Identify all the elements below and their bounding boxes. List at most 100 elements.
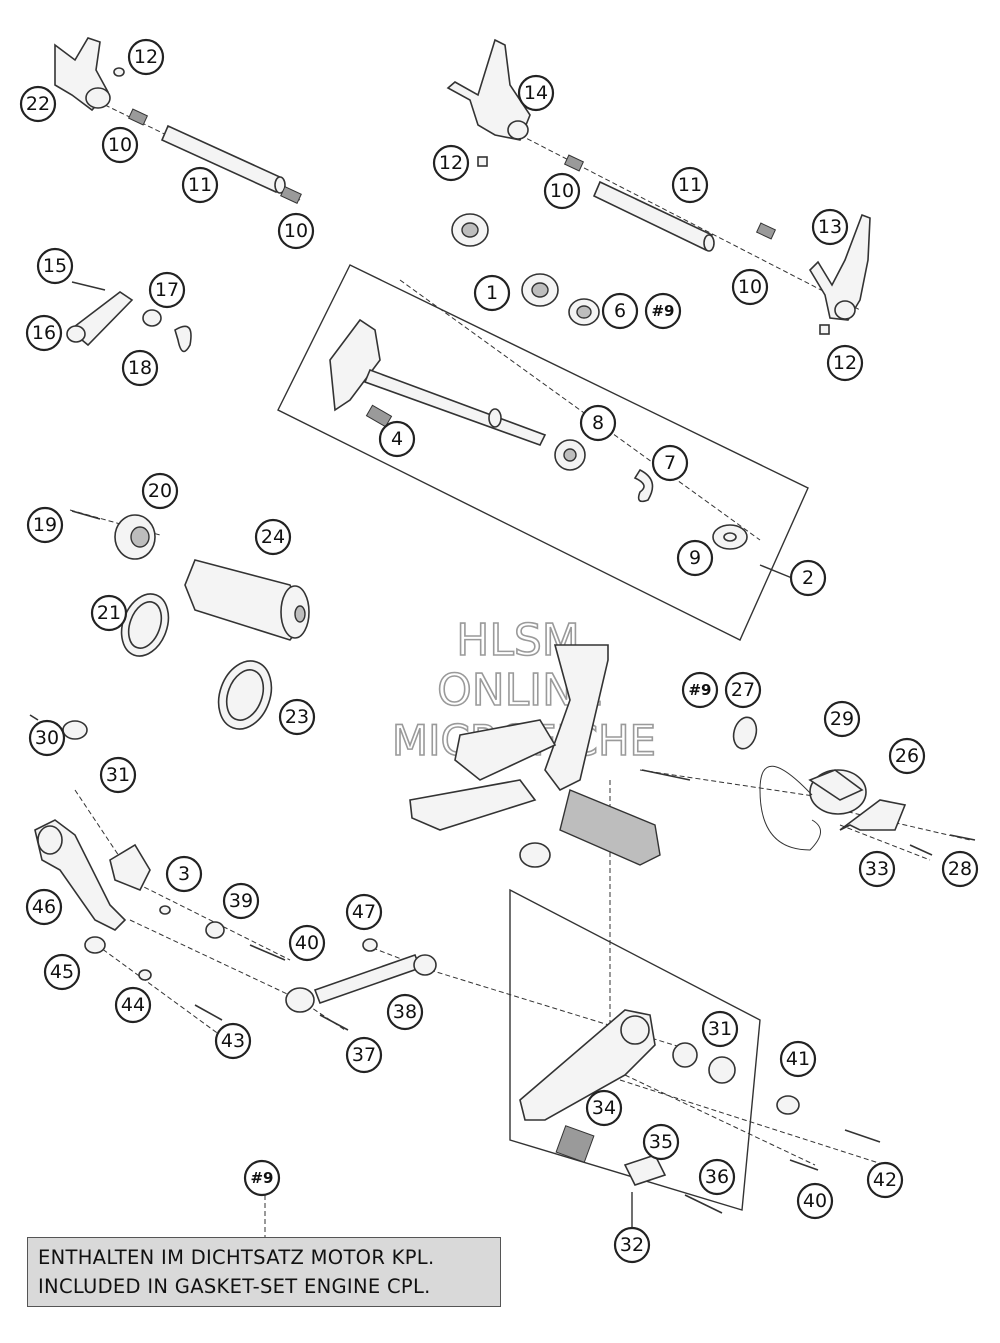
- callout-10: 10: [277, 212, 315, 250]
- note-ref-callout: #9: [243, 1159, 281, 1197]
- callout-26: 26: [888, 737, 926, 775]
- callout-circle: [222, 882, 260, 920]
- callout-label: 40: [803, 1190, 827, 1212]
- callout-label: #9: [688, 681, 711, 699]
- shift-shaft-assembly-frame: [277, 264, 809, 641]
- needle-bearing-1: [451, 213, 559, 307]
- callout-circle: [121, 349, 159, 387]
- callout-label: 1: [486, 282, 498, 304]
- callout-circle: [858, 850, 896, 888]
- callout-circle: [345, 893, 383, 931]
- callout-label: 34: [592, 1097, 616, 1119]
- callout-circle: [585, 1089, 623, 1127]
- callout-label: 10: [738, 276, 762, 298]
- callout-circle: [19, 85, 57, 123]
- callout-label: 11: [678, 174, 702, 196]
- callout-23: 23: [278, 698, 316, 736]
- callout-ref-9: #9: [681, 671, 719, 709]
- callout-label: 12: [833, 352, 857, 374]
- callout-circle: [36, 247, 74, 285]
- return-spring-7: [633, 468, 654, 503]
- callout-39: 39: [222, 882, 260, 920]
- spring-18: [174, 325, 192, 353]
- callout-label: 33: [865, 858, 889, 880]
- spring-10-a: [127, 108, 149, 126]
- callout-label: 13: [818, 216, 842, 238]
- note-line-german: ENTHALTEN IM DICHTSATZ MOTOR KPL.: [38, 1246, 435, 1269]
- callout-circle: [277, 212, 315, 250]
- callout-label: 22: [26, 93, 50, 115]
- callout-46: 46: [25, 888, 63, 926]
- callout-28: 28: [941, 850, 979, 888]
- washer-39: [205, 921, 225, 939]
- bushing-8: [554, 439, 586, 471]
- callout-8: 8: [579, 404, 617, 442]
- callout-label: 32: [620, 1234, 644, 1256]
- fork-rail-11-b: [592, 180, 715, 252]
- callout-ref-9: #9: [644, 292, 682, 330]
- callout-label: 46: [32, 896, 56, 918]
- screw-40-b: [789, 1159, 819, 1171]
- callout-circle: [127, 38, 165, 76]
- nut-44: [138, 969, 152, 981]
- callout-label: 41: [786, 1048, 810, 1070]
- callout-12: 12: [826, 344, 864, 382]
- callout-label: 43: [221, 1030, 245, 1052]
- callout-circle: [26, 506, 64, 544]
- callout-circle: [941, 850, 979, 888]
- callout-circle: [613, 1226, 651, 1264]
- callout-9: 9: [676, 539, 714, 577]
- bearing-23: [217, 660, 273, 730]
- callout-7: 7: [651, 444, 689, 482]
- callout-label: 45: [50, 961, 74, 983]
- callout-label: 11: [188, 174, 212, 196]
- shift-rod-38: [285, 953, 437, 1013]
- callout-17: 17: [148, 271, 186, 309]
- shift-lever-46: [34, 819, 151, 931]
- callout-10: 10: [101, 126, 139, 164]
- callout-label: 16: [32, 322, 56, 344]
- callout-label: 10: [108, 134, 132, 156]
- callout-label: 42: [873, 1169, 897, 1191]
- callout-label: 31: [708, 1018, 732, 1040]
- callout-circle: [671, 166, 709, 204]
- callout-label: 19: [33, 514, 57, 536]
- callout-29: 29: [823, 700, 861, 738]
- callout-4: 4: [378, 420, 416, 458]
- callout-label: 35: [649, 1131, 673, 1153]
- callout-label: 28: [948, 858, 972, 880]
- callout-circle: [601, 292, 639, 330]
- callout-14: 14: [517, 74, 555, 112]
- callout-circle: [214, 1022, 252, 1060]
- callout-label: 9: [689, 547, 701, 569]
- callout-circle: [826, 344, 864, 382]
- callout-label: 10: [550, 180, 574, 202]
- callout-circle: [473, 274, 511, 312]
- callout-15: 15: [36, 247, 74, 285]
- callout-label: 36: [705, 1166, 729, 1188]
- retainer-26: [839, 799, 907, 831]
- callout-12: 12: [127, 38, 165, 76]
- callout-32: 32: [613, 1226, 651, 1264]
- fork-rail-11-a: [160, 124, 286, 194]
- locking-lever-16: [66, 291, 134, 347]
- callout-label: 14: [524, 82, 548, 104]
- gear-position-sensor-29: [641, 765, 867, 851]
- callout-circle: [181, 166, 219, 204]
- callout-circle: [676, 539, 714, 577]
- callout-11: 11: [181, 166, 219, 204]
- pin-12-a: [113, 67, 125, 77]
- shaft-seal-6: [568, 298, 600, 326]
- callout-label: 37: [352, 1044, 376, 1066]
- frame-2-leader: [759, 564, 793, 579]
- callout-31: 31: [701, 1010, 739, 1048]
- callout-21: 21: [90, 594, 128, 632]
- callout-circle: [724, 671, 762, 709]
- callout-label: 38: [393, 1001, 417, 1023]
- callout-1: 1: [473, 274, 511, 312]
- shift-fork-13: [808, 213, 871, 321]
- spring-10-b: [280, 186, 302, 204]
- callout-circle: [345, 1036, 383, 1074]
